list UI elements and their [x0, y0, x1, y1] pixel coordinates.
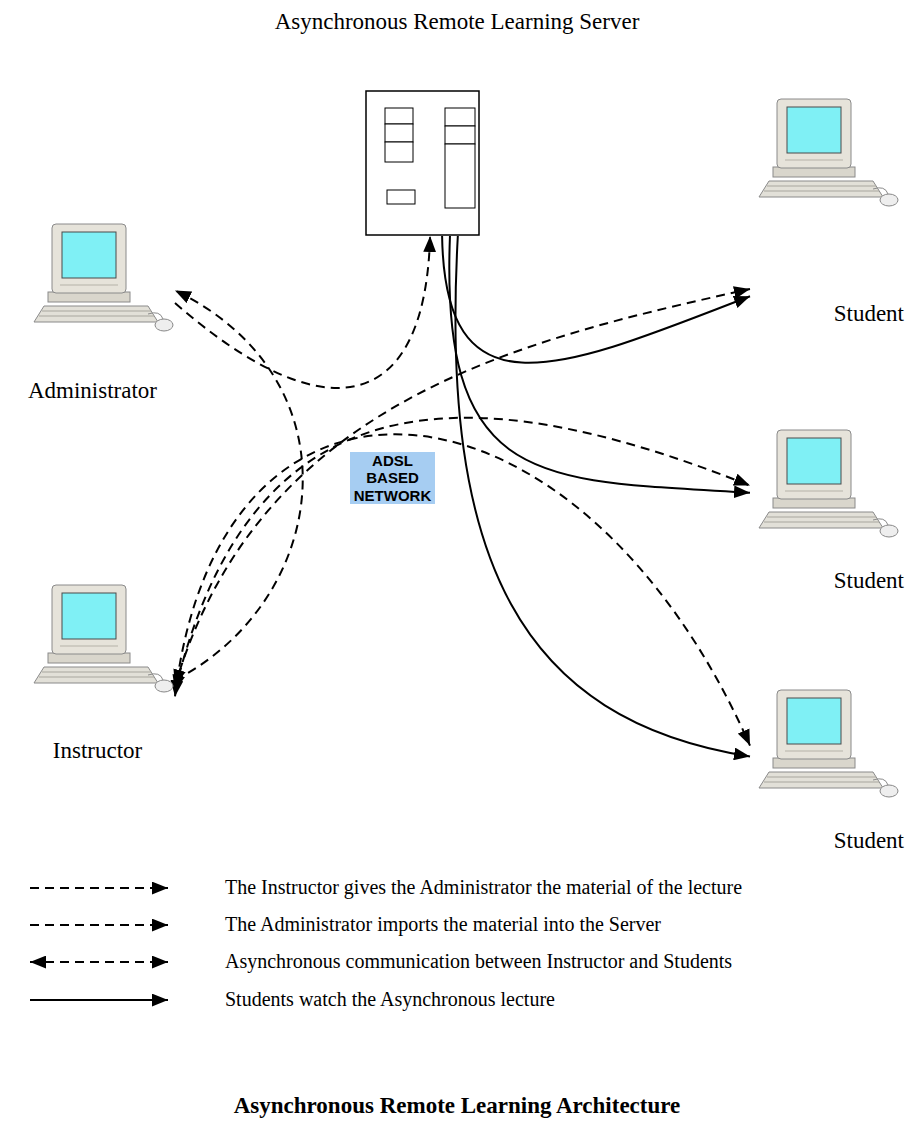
administrator-computer: Administrator: [10, 222, 175, 402]
computer-label: Student: [750, 827, 904, 855]
legend-text: The Administrator imports the material i…: [225, 912, 661, 936]
legend-dashed-arrow: [30, 924, 168, 926]
legend-text: Asynchronous communication between Instr…: [225, 949, 732, 973]
dashed-connector: [175, 434, 750, 745]
legend-solid-arrow: [30, 999, 168, 1001]
student-computer: Student: [750, 688, 908, 868]
instructor-computer: Instructor: [20, 583, 175, 763]
student-computer: Student: [750, 428, 908, 608]
solid-connector: [442, 236, 750, 363]
legend-text: Students watch the Asynchronous lecture: [225, 987, 555, 1011]
computer-icon: [30, 583, 175, 693]
legend-row: Asynchronous communication between Instr…: [225, 949, 732, 973]
network-label: ADSL BASED NETWORK: [350, 452, 435, 504]
dashed-connector: [175, 290, 303, 680]
figure-caption: Asynchronous Remote Learning Architectur…: [0, 1092, 914, 1120]
computer-icon: [755, 97, 900, 207]
computer-label: Administrator: [10, 377, 175, 405]
computer-label: Instructor: [20, 737, 175, 765]
solid-connector: [455, 236, 750, 756]
legend-double-arrow: [30, 961, 168, 963]
computer-icon: [755, 688, 900, 798]
dashed-connector: [175, 236, 430, 388]
cloud-shape: [185, 262, 755, 697]
legend-text: The Instructor gives the Administrator t…: [225, 875, 742, 899]
legend-row: Students watch the Asynchronous lecture: [225, 987, 555, 1011]
legend-row: The Instructor gives the Administrator t…: [225, 875, 742, 899]
server-title: Asynchronous Remote Learning Server: [250, 8, 664, 36]
computer-icon: [755, 428, 900, 538]
computer-label: Student: [750, 300, 904, 328]
dashed-connector: [175, 418, 750, 691]
server-icon: [365, 90, 480, 236]
computer-icon: [30, 222, 175, 332]
student-computer: Student: [750, 97, 908, 337]
legend-dashed-arrow: [30, 887, 168, 889]
computer-label: Student: [750, 567, 904, 595]
caption-box: Asynchronous Remote Learning Architectur…: [0, 1092, 914, 1120]
solid-connector: [449, 236, 750, 493]
server-node: Asynchronous Remote Learning Server: [250, 8, 664, 236]
legend-row: The Administrator imports the material i…: [225, 912, 661, 936]
network-cloud: ADSL BASED NETWORK: [185, 262, 755, 697]
